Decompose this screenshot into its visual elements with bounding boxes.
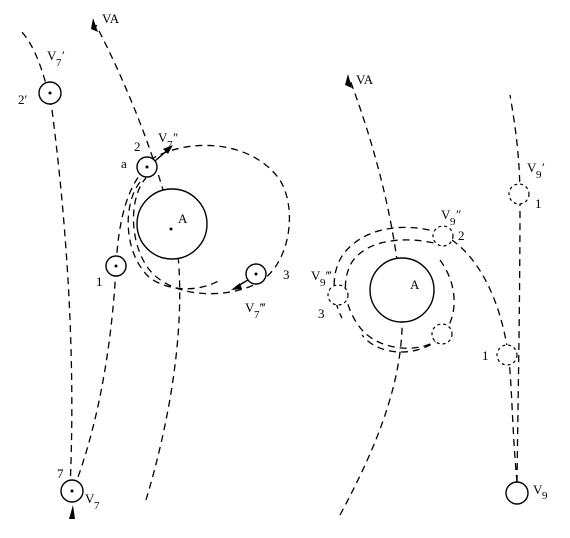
left-v7tprime-mark: ‴ bbox=[260, 300, 266, 315]
left-diagram: VA A 7 V 7 1 2 a V 7 ″ bbox=[18, 11, 291, 519]
left-v7-label: V bbox=[85, 491, 95, 506]
left-p7-label: 7 bbox=[57, 466, 64, 481]
right-v9tprime-sub: 9 bbox=[320, 277, 326, 289]
right-p2-label: 2 bbox=[458, 228, 465, 243]
left-p1-label: 1 bbox=[96, 274, 103, 289]
left-v7dprime-sub: 7 bbox=[167, 139, 173, 151]
right-v9prime-mark: ′ bbox=[542, 160, 545, 175]
left-approach-track bbox=[73, 167, 147, 489]
right-v9dprime-mark: ″ bbox=[456, 207, 461, 222]
left-va-label: VA bbox=[102, 11, 120, 26]
right-orbit-mid bbox=[344, 239, 446, 349]
right-va-label: VA bbox=[356, 72, 374, 87]
left-v7dprime-label: V bbox=[158, 130, 168, 145]
left-p2-dot bbox=[145, 165, 149, 169]
right-v9prime-track bbox=[509, 94, 521, 483]
right-v9tprime-label: V bbox=[311, 268, 321, 283]
right-p3-label: 3 bbox=[318, 306, 325, 321]
left-p2-heading-arrow bbox=[163, 145, 173, 154]
left-va-arrow bbox=[91, 18, 98, 32]
left-v7prime-sub: 7 bbox=[56, 57, 62, 69]
left-p2prime-dot bbox=[48, 91, 52, 95]
left-v7-sub: 7 bbox=[94, 500, 100, 512]
right-v9prime-label: V bbox=[527, 160, 537, 175]
right-v9-label: V bbox=[533, 482, 543, 497]
left-p2-label: 2 bbox=[134, 139, 141, 154]
right-diagram: VA A V 9 1 V 9 ′ 1 2 V 9 ″ 3 bbox=[311, 72, 548, 516]
left-v7prime-label: V bbox=[47, 48, 57, 63]
right-v9-circle bbox=[505, 481, 529, 505]
left-v7-dot bbox=[70, 489, 74, 493]
left-target-dot bbox=[169, 227, 173, 231]
right-v9prime-sub: 9 bbox=[536, 169, 542, 181]
left-p3-label: 3 bbox=[283, 267, 290, 282]
left-target-label: A bbox=[178, 211, 188, 226]
left-v7tprime-label: V bbox=[245, 300, 255, 315]
left-target-circle bbox=[136, 188, 208, 260]
left-v7-arrow bbox=[69, 505, 75, 519]
left-v7prime-mark: ′ bbox=[62, 48, 65, 63]
left-v7tprime-sub: 7 bbox=[254, 309, 260, 321]
left-p3-heading-arrow bbox=[231, 283, 242, 290]
right-v9prime-point-label: 1 bbox=[535, 196, 542, 211]
right-v9dprime-label: V bbox=[441, 207, 451, 222]
left-p1-dot bbox=[114, 264, 118, 268]
right-v9tprime-mark: ‴ bbox=[326, 268, 332, 283]
left-p2prime-label: 2′ bbox=[18, 92, 28, 107]
left-pa-label: a bbox=[121, 156, 127, 171]
left-p3-dot bbox=[254, 272, 258, 276]
right-v9dprime-sub: 9 bbox=[450, 216, 456, 228]
right-v9-sub: 9 bbox=[542, 490, 548, 502]
right-p1-circle bbox=[496, 344, 518, 366]
left-orbit-inner bbox=[127, 181, 221, 290]
left-v7dprime-mark: ″ bbox=[173, 130, 178, 145]
right-p1-label: 1 bbox=[482, 348, 489, 363]
right-orbit-marker bbox=[431, 323, 453, 345]
right-p3-circle bbox=[327, 284, 349, 306]
right-orbit-inner bbox=[361, 259, 455, 353]
right-va-arrow bbox=[345, 74, 352, 88]
right-target-circle bbox=[369, 257, 435, 323]
right-v9prime-circle bbox=[508, 183, 530, 205]
right-target-label: A bbox=[410, 277, 420, 292]
right-p2-circle bbox=[432, 225, 454, 247]
